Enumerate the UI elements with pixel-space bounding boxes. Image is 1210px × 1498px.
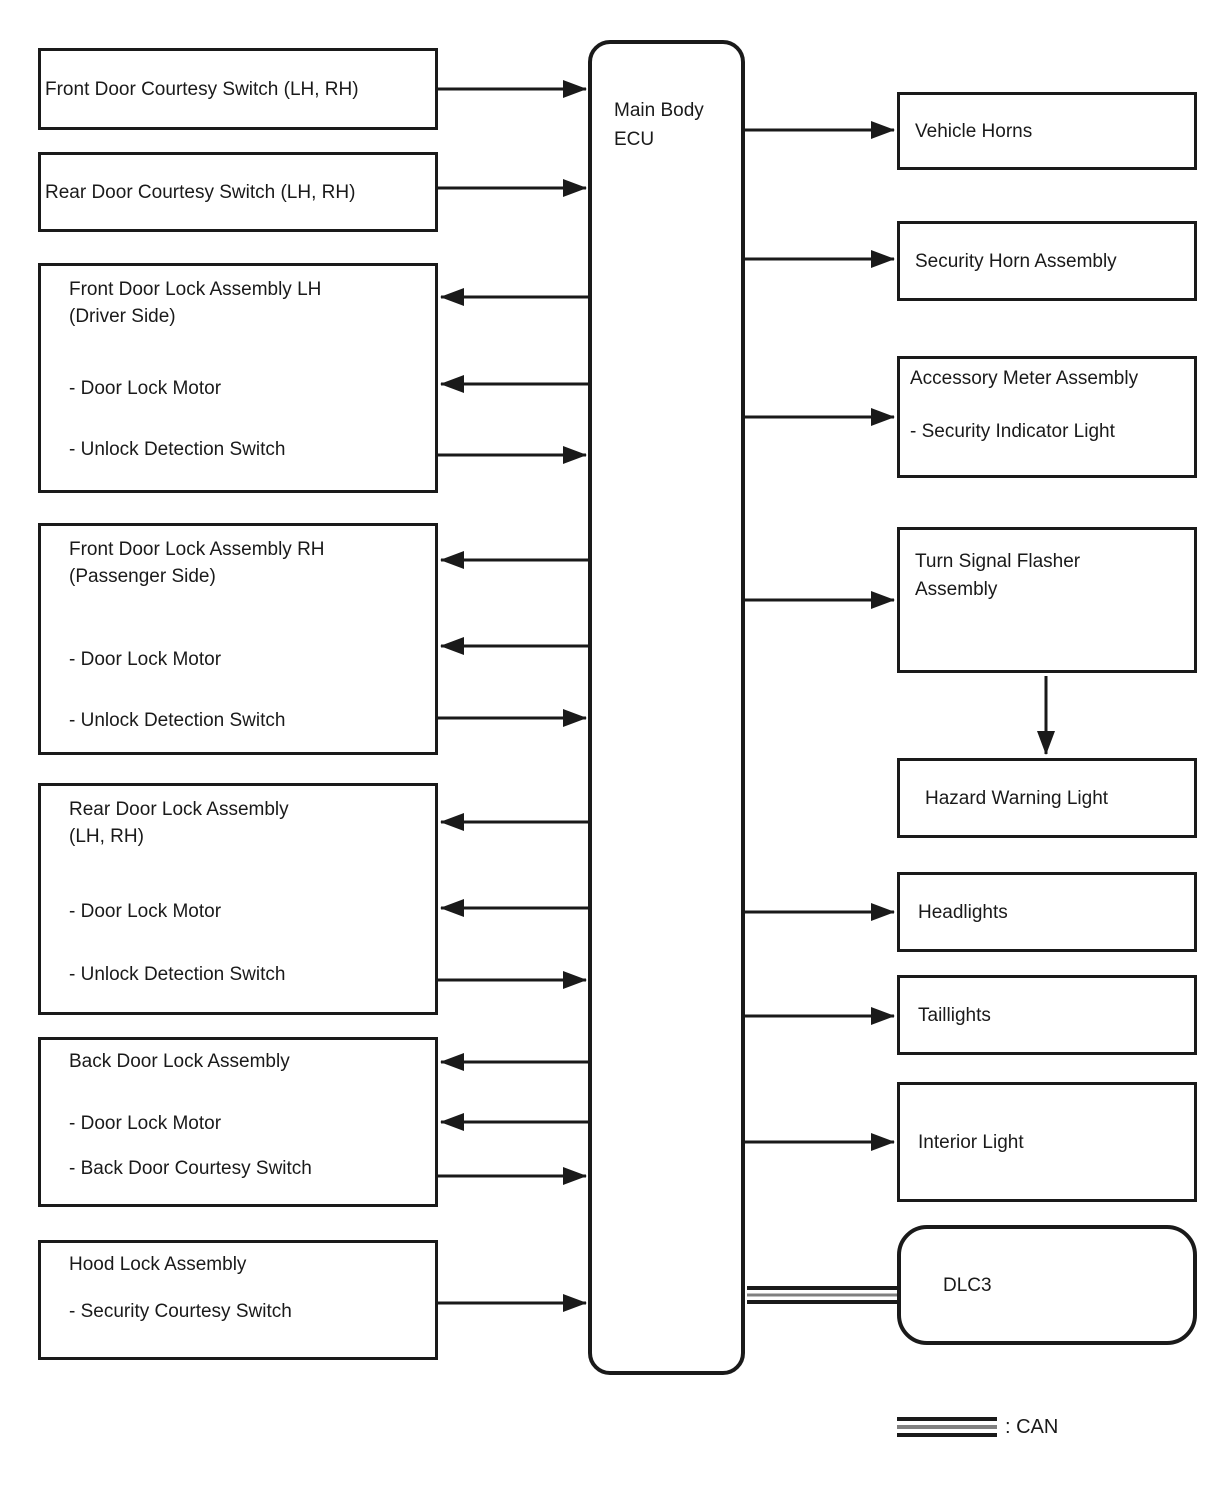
box-title: Taillights [918,1004,991,1026]
box-rear-door-courtesy-switch: Rear Door Courtesy Switch (LH, RH) [38,152,438,232]
box-main-body-ecu: Main Body ECU [588,40,745,1375]
box-title: DLC3 [943,1274,992,1296]
box-item: - Door Lock Motor [69,649,222,670]
box-item: - Door Lock Motor [69,1113,222,1134]
box-vehicle-horns: Vehicle Horns [897,92,1197,170]
box-headlights: Headlights [897,872,1197,952]
box-title: Back Door Lock Assembly [69,1051,290,1072]
box-title: Turn Signal Flasher [915,551,1081,572]
ecu-label-line1: Main Body [614,100,704,121]
box-front-door-courtesy-switch: Front Door Courtesy Switch (LH, RH) [38,48,438,130]
box-front-door-lock-assembly-lh: Front Door Lock Assembly LH (Driver Side… [38,263,438,493]
can-legend-label: : CAN [1005,1416,1059,1438]
box-interior-light: Interior Light [897,1082,1197,1202]
box-title: Security Horn Assembly [915,250,1117,272]
box-item: - Back Door Courtesy Switch [69,1158,312,1179]
box-title: Rear Door Lock Assembly [69,799,289,820]
box-back-door-lock-assembly: Back Door Lock Assembly - Door Lock Moto… [38,1037,438,1207]
right-side-arrows [745,121,1055,1151]
box-title: Headlights [918,901,1008,923]
box-taillights: Taillights [897,975,1197,1055]
box-subtitle: Assembly [915,579,998,600]
box-security-horn-assembly: Security Horn Assembly [897,221,1197,301]
box-hood-lock-assembly: Hood Lock Assembly - Security Courtesy S… [38,1240,438,1360]
box-title: Accessory Meter Assembly [910,368,1139,389]
box-title: Rear Door Courtesy Switch (LH, RH) [45,181,356,203]
box-hazard-warning-light: Hazard Warning Light [897,758,1197,838]
box-title: Vehicle Horns [915,120,1033,142]
box-title: Hazard Warning Light [925,787,1109,809]
box-item: - Security Courtesy Switch [69,1301,292,1322]
box-subtitle: (Passenger Side) [69,566,216,587]
box-turn-signal-flasher-assembly: Turn Signal Flasher Assembly [897,527,1197,673]
ecu-label-line2: ECU [614,129,655,150]
box-item: - Door Lock Motor [69,378,222,399]
box-title: Front Door Courtesy Switch (LH, RH) [45,78,359,100]
box-item: - Unlock Detection Switch [69,710,286,731]
box-item: - Door Lock Motor [69,901,222,922]
box-item: - Security Indicator Light [910,421,1115,442]
left-side-arrows [437,80,588,1312]
box-title: Front Door Lock Assembly RH [69,539,325,560]
box-front-door-lock-assembly-rh: Front Door Lock Assembly RH (Passenger S… [38,523,438,755]
box-title: Hood Lock Assembly [69,1254,247,1275]
can-legend-symbol [897,1417,997,1437]
box-item: - Unlock Detection Switch [69,964,286,985]
box-dlc3: DLC3 [897,1225,1197,1345]
box-subtitle: (LH, RH) [69,826,144,847]
box-accessory-meter-assembly: Accessory Meter Assembly - Security Indi… [897,356,1197,478]
box-item: - Unlock Detection Switch [69,439,286,460]
can-bus-connection [747,1286,897,1304]
box-rear-door-lock-assembly: Rear Door Lock Assembly (LH, RH) - Door … [38,783,438,1015]
box-title: Interior Light [918,1131,1024,1153]
box-title: Front Door Lock Assembly LH [69,279,322,300]
box-subtitle: (Driver Side) [69,306,176,327]
